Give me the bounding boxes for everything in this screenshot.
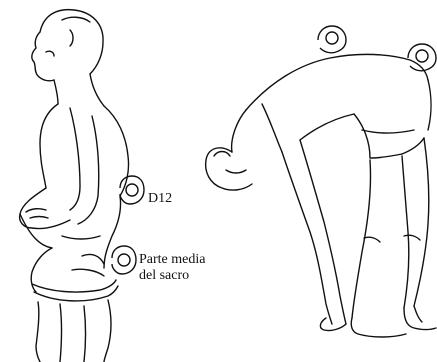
d12-label: D12 bbox=[148, 191, 172, 207]
sacrum-label: Parte media del sacro bbox=[139, 252, 205, 284]
inclinometer-marker-icon bbox=[112, 246, 136, 274]
inclinometer-marker-icon bbox=[318, 26, 346, 53]
sacrum-label-line-1: Parte media bbox=[139, 252, 205, 268]
inclinometer-marker-icon bbox=[408, 44, 436, 71]
bending-figure bbox=[206, 54, 436, 337]
standing-figure bbox=[20, 10, 129, 362]
sacrum-label-line-2: del sacro bbox=[139, 268, 205, 284]
